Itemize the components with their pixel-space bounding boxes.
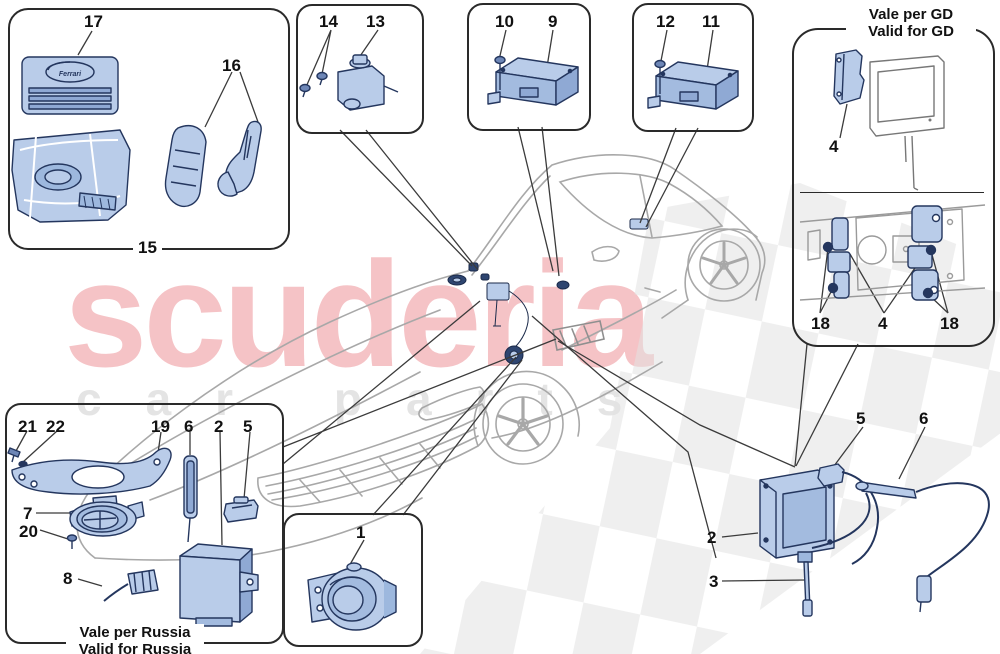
callout-label-4: 4 <box>878 314 888 333</box>
gd-region-title: Vale per GD Valid for GD <box>846 6 976 41</box>
part-20-screw <box>66 534 78 549</box>
callout-label-14: 14 <box>319 12 338 31</box>
part-1-siren <box>307 562 397 631</box>
callout-label-13: 13 <box>366 12 385 31</box>
callout-label-10: 10 <box>495 12 514 31</box>
gd-box-divider <box>800 192 984 193</box>
callout-label-3: 3 <box>709 572 719 591</box>
part-7-siren <box>69 495 145 537</box>
part-15-kit-pouch <box>11 129 131 223</box>
callout-label-4: 4 <box>829 137 839 156</box>
callout-label-8: 8 <box>63 569 73 588</box>
part-17-warranty-card: Ferrari <box>21 56 119 115</box>
callout-label-18: 18 <box>811 314 830 333</box>
callout-label-16: 16 <box>222 56 241 75</box>
part-14-screws <box>299 71 328 98</box>
callout-label-9: 9 <box>548 12 558 31</box>
callout-label-18: 18 <box>940 314 959 333</box>
part-6-antenna-main <box>811 481 990 613</box>
car-illustration <box>76 154 766 561</box>
box-9-10 <box>467 3 591 131</box>
part-16-key-fob <box>164 124 207 208</box>
part-8-switch <box>103 569 159 602</box>
callout-label-5: 5 <box>856 409 866 428</box>
part-6-antenna-strip <box>183 455 198 543</box>
part-5-sensor <box>223 496 259 523</box>
callout-label-17: 17 <box>84 12 103 31</box>
callout-label-1: 1 <box>356 523 366 542</box>
callout-label-6: 6 <box>184 417 194 436</box>
callout-label-12: 12 <box>656 12 675 31</box>
callout-label-2: 2 <box>214 417 224 436</box>
gd-title-line1: Vale per GD <box>868 6 954 23</box>
part-11-ecu <box>647 61 739 110</box>
box-1 <box>283 513 423 647</box>
part-10-screw <box>494 55 506 90</box>
part-18-screws <box>822 241 937 299</box>
part-13-actuator <box>337 54 399 111</box>
box-11-12 <box>632 3 754 132</box>
box-13-14 <box>296 4 424 134</box>
part-4-gd-bracket <box>833 49 865 105</box>
russia-region-title: Vale per Russia Valid for Russia <box>66 624 204 654</box>
part-9-ecu <box>487 57 579 106</box>
callout-label-5: 5 <box>243 417 253 436</box>
part-2-ecu-main <box>759 469 835 563</box>
part-19-bracket <box>11 447 172 495</box>
gd-module <box>869 55 945 191</box>
part-5-gps-sensor <box>817 463 879 565</box>
gd-title-line2: Valid for GD <box>868 23 954 41</box>
part-12-screw <box>654 59 666 94</box>
callout-label-6: 6 <box>919 409 929 428</box>
part-3-antenna-rod <box>802 561 813 617</box>
callout-label-20: 20 <box>19 522 38 541</box>
russia-title-line1: Vale per Russia <box>79 624 191 641</box>
russia-title-line2: Valid for Russia <box>78 641 192 654</box>
callout-label-2: 2 <box>707 528 717 547</box>
part-21-screw <box>7 447 21 463</box>
ferrari-brand-text: Ferrari <box>59 71 82 78</box>
callout-label-15: 15 <box>133 239 162 256</box>
callout-label-21: 21 <box>18 417 37 436</box>
leader-lines <box>15 29 949 587</box>
callout-label-22: 22 <box>46 417 65 436</box>
watermark-brand: scuderia <box>64 230 653 398</box>
callout-label-7: 7 <box>23 504 33 523</box>
part-2-ecu-russia <box>179 543 259 627</box>
callout-label-11: 11 <box>702 12 720 31</box>
part-16-emergency-key <box>217 120 262 197</box>
callout-label-19: 19 <box>151 417 170 436</box>
checkered-flag <box>420 183 1000 654</box>
